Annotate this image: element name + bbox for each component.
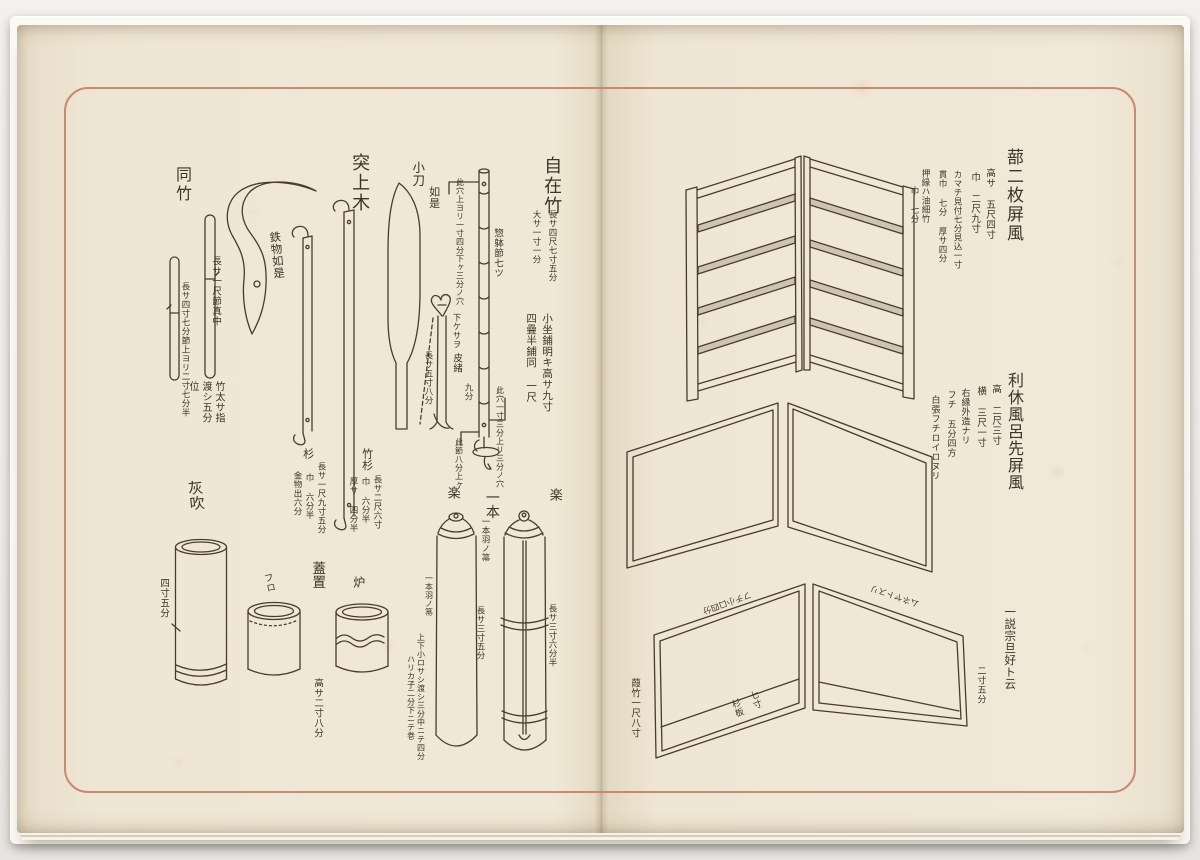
rikyu-edge-note: 右縁外造ナリ — [959, 388, 970, 445]
futaoki-title: 蓋置 — [309, 561, 326, 589]
futaoki-height: 高サ二寸八分 — [312, 678, 324, 738]
shitomi-kamachi-note: カマチ見付七分見込一寸 — [952, 170, 962, 269]
kozashiki-note: 小坐鋪明キ高サ九寸 — [541, 313, 554, 412]
sugi-length: 長サ一尺九寸五分 — [316, 462, 326, 534]
rikyu-title: 利休風呂先屏風 — [1004, 372, 1024, 491]
shitomi-nuki-note: 貫巾 七分 厚サ四分 — [937, 170, 947, 263]
jizaitake-node-note: 此節八分上ヶ — [454, 438, 464, 489]
takesugi-thickness: 厚サ 四分半 — [348, 477, 358, 533]
kogatana-note: 如是 — [427, 186, 441, 209]
shitomi-title: 蔀二枚屏風 — [1003, 148, 1024, 243]
rikyu-width: 横 三尺一寸 — [975, 386, 987, 448]
ippon-note: 一本羽ノ箒 — [480, 517, 490, 562]
sugi-metal: 金物出六分 — [292, 471, 302, 516]
open-book-spread — [17, 25, 1184, 833]
dotake-stick1-note: 長サ四寸七分節上ヨリ二寸七分半 — [180, 282, 190, 417]
raku-right-label: 楽 — [546, 488, 562, 502]
kawao-value: 九分 — [463, 383, 473, 401]
shitomi-oshibuchi-width: 巾 七分 — [909, 186, 919, 224]
sugi-label: 杉 — [301, 448, 315, 460]
sotan-yoshitake-note: 葭竹一尺八寸 — [629, 678, 641, 738]
jizaitake-hole-bottom-note: 此穴一寸三分上リ三分ノ穴 — [495, 386, 505, 488]
sagezao-label: 下ケサヲ — [451, 313, 461, 349]
shitomi-oshibuchi-note: 押縁ハ油細竹 — [920, 169, 930, 223]
shitomi-height: 高サ 五尺四寸 — [984, 168, 996, 240]
ippon-label: 一本 — [483, 490, 500, 519]
habouki-left-note: 一本羽ノ箒 — [424, 574, 434, 617]
haifuki-title: 灰吹 — [185, 479, 207, 512]
kawao-label: 皮緒 — [451, 353, 463, 373]
yojohan-note: 四疊半鋪同 一尺 — [525, 313, 538, 403]
kogatana-title: 小刀 — [410, 161, 426, 187]
rikyu-fuchi-note: フチ 五分四方 — [945, 390, 956, 458]
habouki-right-length: 長サ三寸六分半 — [547, 604, 557, 667]
habouki-mid-length: 長サ三寸五分 — [475, 606, 485, 660]
takesugi-label: 竹杉 — [360, 448, 374, 471]
rikyu-hari-note: 白張フチロイロヌリ — [929, 395, 940, 481]
sotan-edge-height: 二寸五分 — [975, 666, 986, 704]
dotake-title: 同竹 — [172, 166, 192, 204]
shitomi-width: 巾 二尺九寸 — [969, 172, 981, 234]
jizaitake-diameter: 大サ一寸一分 — [531, 210, 541, 264]
jizaitake-length: 長サ四尺七寸五分 — [547, 210, 557, 282]
jizaitake-nodes-note: 惣躰節七ツ — [492, 228, 504, 278]
haifuki-diameter: 四寸五分 — [158, 578, 170, 618]
takesugi-width: 巾 六分半 — [360, 477, 370, 524]
habouki-size-note-2: ハリカ子二分下ニテ巻 — [406, 655, 416, 740]
tsukiagegi-title: 突上木 — [349, 153, 371, 213]
jizaitake-title: 自在竹 — [541, 156, 563, 216]
sugi-width: 巾 六分半 — [304, 473, 314, 520]
sotan-title: 一説宗旦好ト云 — [1003, 606, 1018, 690]
takesugi-length: 長サ二尺六寸 — [372, 475, 382, 529]
rikyu-height: 高 二尺三寸 — [990, 384, 1002, 446]
ro-label: 炉 — [351, 576, 366, 589]
sagezao-length: 長サ五寸八分 — [423, 351, 433, 405]
dotake-stick1-thickness: 竹太サ指渡シ五分位 — [187, 381, 224, 423]
raku-left-label: 楽 — [444, 486, 460, 500]
dotake-stick2-note: 長サ一尺節真中 — [210, 256, 222, 326]
jizaitake-hole-top-note: 此穴上ヨリ一寸四分下ヶ三分ノ穴 — [455, 178, 465, 306]
habouki-size-note-1: 上下小ロサシ渡シ三分中ニテ四分 — [416, 633, 426, 761]
